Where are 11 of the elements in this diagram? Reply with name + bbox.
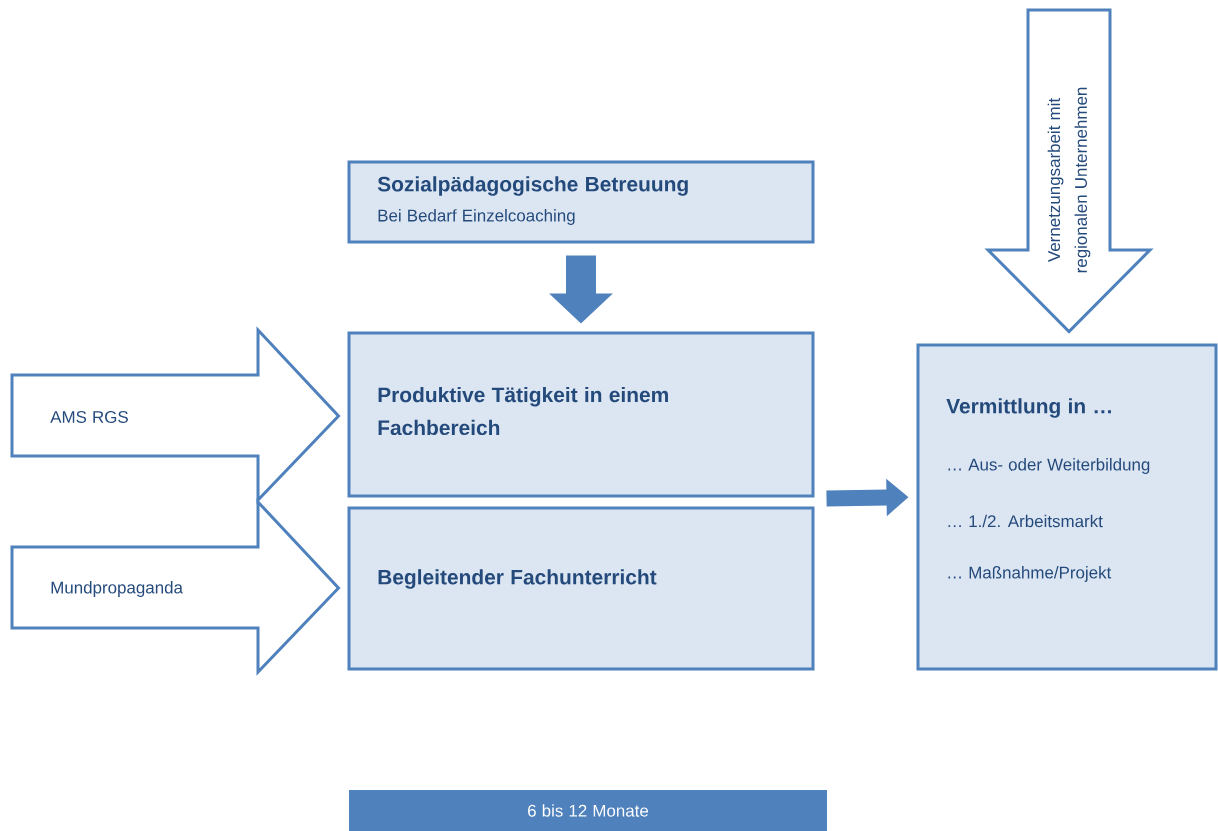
process-box: Begleitender Fachunterricht: [347, 506, 815, 671]
block-arrow: [984, 8, 1154, 334]
duration-bar: 6 bis 12 Monate: [349, 790, 827, 831]
process-box: Sozialpädagogische Betreuung Bei Bedarf Einzelcoaching: [347, 160, 815, 244]
arrow-label: AMS RGS: [50, 411, 128, 423]
arrow-label: Vernetzungsarbeit mit regionalen Unternehmen: [1047, 87, 1091, 273]
process-box: Vermittlung in … … Aus- oder Weiterbildung … 1./2. Arbeitsmarkt … Maßnahme/Projekt: [916, 343, 1218, 671]
process-box: Produktive Tätigkeit in einem Fachbereich: [347, 331, 815, 498]
arrow-label: Mundpropaganda: [51, 581, 183, 597]
block-arrow: [10, 326, 341, 504]
block-arrow: [10, 498, 341, 676]
